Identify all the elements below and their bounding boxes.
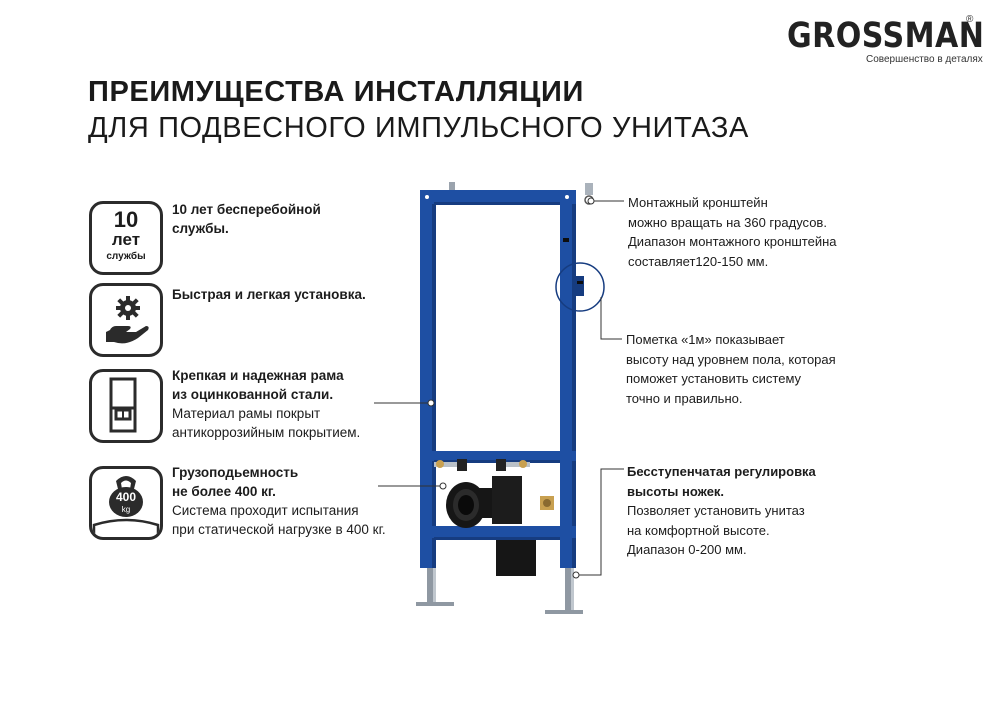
callout-line: можно вращать на 360 градусов. (628, 214, 827, 230)
kettlebell-unit: kg (121, 505, 131, 514)
gear-hand-icon (89, 283, 163, 357)
callout-line: точно и правильно. (626, 390, 743, 406)
callout-line: Диапазон 0-200 мм. (627, 542, 747, 557)
feature-line: службы. (172, 221, 229, 236)
callout-line: Пометка «1м» показывает (626, 332, 785, 347)
page-title: ПРЕИМУЩЕСТВА ИНСТАЛЛЯЦИИ (88, 76, 584, 108)
feature-line: из оцинкованной стали. (172, 387, 334, 402)
feature-warranty-text: 10 лет бесперебойной службы. (172, 200, 321, 238)
callout-line: поможет установить систему (626, 371, 802, 386)
callout-1m-mark: Пометка «1м» показывает высоту над уровн… (626, 330, 836, 408)
feature-line: Крепкая и надежная рама (172, 368, 344, 383)
callout-line: Диапазон монтажного кронштейна (628, 234, 837, 249)
frame-icon (89, 369, 163, 443)
warranty-10-years-icon: 10 лет службы (89, 201, 163, 275)
kettlebell-weight: 400 (115, 490, 137, 504)
registered-mark: ® (966, 14, 974, 25)
callout-line: Монтажный кронштейн (628, 195, 768, 210)
kettlebell-icon: 400 kg (89, 466, 163, 540)
callout-line: высоту над уровнем пола, которая (626, 351, 836, 367)
feature-load-text: Грузоподьемность не более 400 кг. Систем… (172, 463, 386, 539)
feature-frame-text: Крепкая и надежная рама из оцинкованной … (172, 366, 360, 442)
feature-line: антикоррозийным покрытием. (172, 425, 361, 440)
feature-line: Грузоподьемность (172, 465, 299, 480)
callout-line: Позволяет установить унитаз (627, 503, 805, 518)
callout-line: Бесступенчатая регулировка (627, 464, 816, 479)
warranty-word: лет (111, 230, 141, 249)
feature-install-text: Быстрая и легкая установка. (172, 285, 366, 304)
brand-logo: GROSSMAN (787, 16, 985, 56)
page-subtitle: ДЛЯ ПОДВЕСНОГО ИМПУЛЬСНОГО УНИТАЗА (88, 112, 749, 144)
feature-line: Быстрая и легкая установка. (172, 287, 366, 302)
brand-tagline: Совершенство в деталях (866, 54, 983, 65)
feature-line: не более 400 кг. (172, 484, 276, 499)
callout-bracket: Монтажный кронштейн можно вращать на 360… (628, 193, 837, 271)
feature-line: Материал рамы покрыт (172, 406, 321, 421)
callout-line: на комфортной высоте. (627, 522, 770, 538)
callout-legs: Бесступенчатая регулировка высоты ножек.… (627, 462, 816, 560)
warranty-sub: службы (106, 251, 146, 262)
warranty-number: 10 (113, 207, 139, 232)
feature-line: при статической нагрузке в 400 кг. (172, 522, 386, 537)
callout-line: составляет120-150 мм. (628, 253, 769, 269)
feature-line: 10 лет бесперебойной (172, 202, 321, 217)
callout-line: высоты ножек. (627, 483, 725, 499)
feature-line: Система проходит испытания (172, 503, 359, 518)
